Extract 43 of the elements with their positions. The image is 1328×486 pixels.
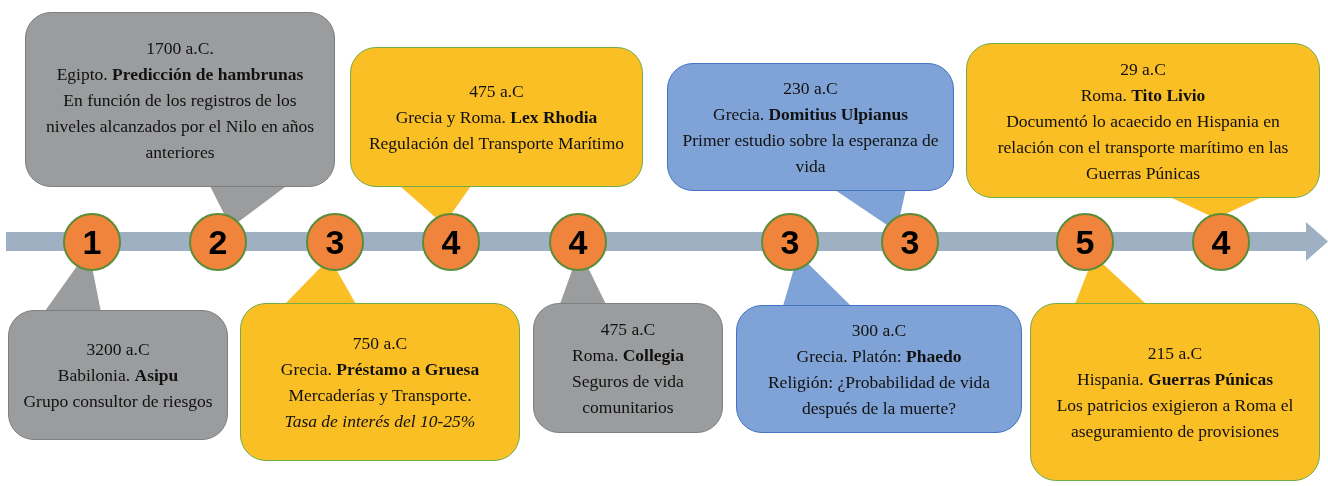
description-text: Documentó lo acaecido en Hispania en relación con el transporte marítimo en las Guerras Púnicas bbox=[996, 109, 1290, 185]
date-text: 475 a.C bbox=[469, 80, 524, 103]
title-text: Grecia. Domitius Ulpianus bbox=[713, 103, 908, 126]
numbered-circle: 4 bbox=[422, 213, 480, 271]
numbered-circle: 2 bbox=[189, 213, 247, 271]
numbered-circle: 3 bbox=[761, 213, 819, 271]
note-text: Tasa de interés del 10-25% bbox=[284, 410, 476, 433]
title-text: Hispania. Guerras Púnicas bbox=[1077, 368, 1273, 391]
date-text: 475 a.C bbox=[600, 318, 656, 341]
callout-pointer bbox=[782, 263, 852, 307]
date-text: 215 a.C bbox=[1147, 342, 1203, 365]
numbered-circle: 4 bbox=[549, 213, 607, 271]
numbered-circle: 5 bbox=[1056, 213, 1114, 271]
title-text: Egipto. Predicción de hambrunas bbox=[56, 62, 304, 86]
date-text: 29 a.C bbox=[1120, 57, 1166, 81]
description-text: Grupo consultor de riesgos bbox=[23, 390, 213, 413]
callout-bubble bbox=[1030, 303, 1320, 481]
callout-bubble bbox=[240, 303, 520, 461]
date-text: 3200 a.C bbox=[86, 338, 150, 361]
description-text: Regulación del Transporte Marítimo bbox=[368, 132, 625, 155]
numbered-circle: 4 bbox=[1192, 213, 1250, 271]
date-text: 300 a.C bbox=[851, 319, 907, 342]
date-text: 1700 a.C. bbox=[146, 36, 214, 60]
numbered-circle: 1 bbox=[63, 213, 121, 271]
numbered-circle: 3 bbox=[306, 213, 364, 271]
title-text: Grecia y Roma. Lex Rhodia bbox=[395, 106, 598, 129]
title-text: Grecia. Préstamo a Gruesa bbox=[280, 358, 480, 381]
title-text: Roma. Tito Livio bbox=[1080, 83, 1206, 107]
date-text: 230 a.C bbox=[783, 77, 838, 100]
description-text: Religión: ¿Probabilidad de vida después de la muerte? bbox=[766, 371, 992, 420]
description-text: En función de los registros de los niveles alcanzados por el Nilo en años anteriores bbox=[44, 88, 316, 164]
numbered-circle: 3 bbox=[881, 213, 939, 271]
title-text: Babilonia. Asipu bbox=[57, 364, 179, 387]
callout-bubble bbox=[533, 303, 723, 433]
callout-bubble bbox=[8, 310, 228, 440]
callout-bubble bbox=[25, 12, 335, 187]
description-text: Mercaderías y Transporte. bbox=[288, 384, 472, 407]
date-text: 750 a.C bbox=[352, 332, 408, 355]
description-text: Primer estudio sobre la esperanza de vida bbox=[681, 129, 940, 178]
title-text: Grecia. Platón: Phaedo bbox=[796, 345, 962, 368]
description-text: Seguros de vida comunitarios bbox=[571, 370, 685, 419]
description-text: Los patricios exigieron a Roma el aseguramiento de provisiones bbox=[1055, 394, 1295, 443]
title-text: Roma. Collegia bbox=[572, 344, 684, 367]
